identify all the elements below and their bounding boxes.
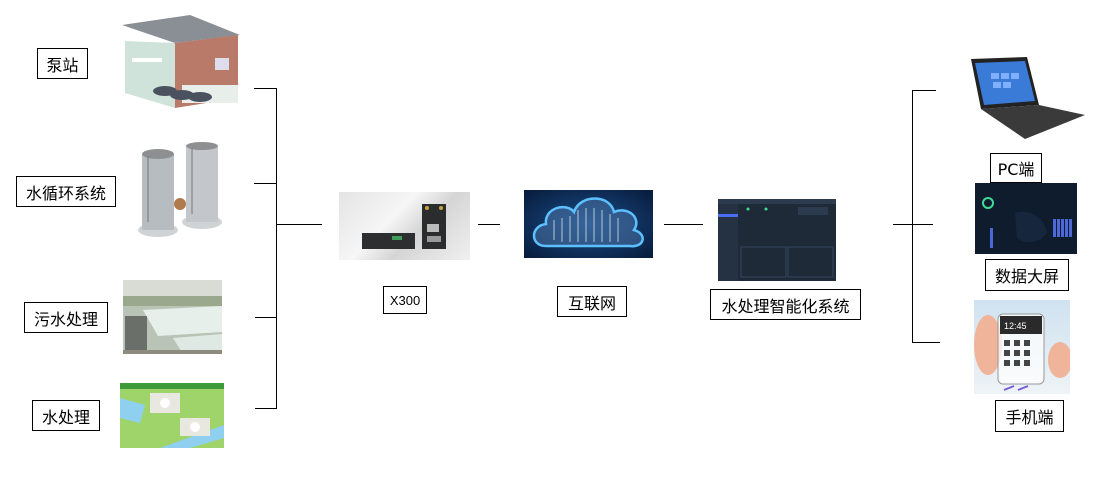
connector [276,224,322,225]
laptop-image [965,55,1086,141]
connector [912,342,940,343]
sewage-plant-image [123,280,222,354]
right-bracket-vertical [912,90,913,343]
smartphone-image: 12:45 [974,300,1070,394]
connector [478,224,500,225]
pump-station-image [120,13,240,113]
gateway-device-image [339,192,470,260]
client-label-mobile: 手机端 [995,400,1064,432]
client-label-pc: PC端 [990,153,1042,183]
water-treatment-map-image [120,383,224,448]
source-label-water-circulation: 水循环系统 [16,176,116,207]
connector [664,224,703,225]
big-screen-image [975,183,1077,254]
network-label: 互联网 [557,286,627,317]
water-tank-image [138,142,224,239]
connector [254,183,277,184]
gateway-label: X300 [383,286,427,314]
connector [254,88,277,89]
left-bracket-vertical [276,88,277,409]
client-label-big-screen: 数据大屏 [985,259,1069,291]
connector [912,90,936,91]
phone-time: 12:45 [1004,321,1027,331]
software-dashboard-image [718,199,836,281]
connector [893,224,933,225]
source-label-sewage-treatment: 污水处理 [24,302,108,333]
connector [255,408,277,409]
source-label-pump-station: 泵站 [37,48,88,79]
connector [255,317,277,318]
platform-label: 水处理智能化系统 [710,289,861,320]
source-label-water-treatment: 水处理 [32,400,100,431]
cloud-image [524,190,653,258]
